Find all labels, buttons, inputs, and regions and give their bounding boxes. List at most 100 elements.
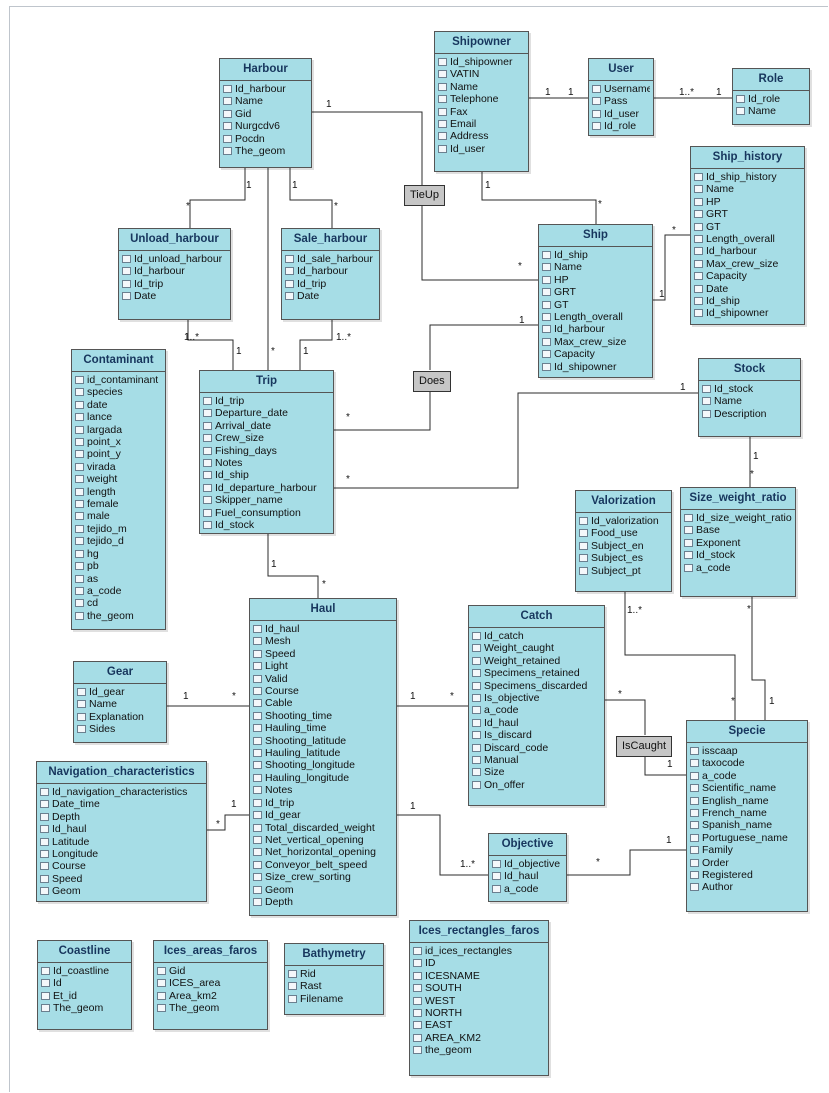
- field-type-icon: [413, 996, 422, 1005]
- objective-specie-line: [567, 849, 686, 876]
- entity-title: Specie: [687, 721, 807, 743]
- field-type-icon: [592, 97, 601, 106]
- field-name: Name: [450, 80, 479, 93]
- entity-field: Id_haul: [492, 870, 563, 882]
- field-type-icon: [75, 400, 84, 409]
- relationship-does[interactable]: Does: [413, 371, 451, 392]
- entity-field: Notes: [253, 784, 393, 796]
- field-name: Date: [706, 282, 729, 295]
- field-name: Conveyor_belt_speed: [265, 858, 368, 871]
- harbour-shipowner-line: [312, 111, 423, 185]
- field-name: Id_trip: [297, 277, 327, 290]
- field-name: Skipper_name: [215, 494, 283, 507]
- field-name: a_code: [702, 769, 737, 782]
- field-type-icon: [40, 800, 49, 809]
- field-type-icon: [75, 425, 84, 434]
- field-type-icon: [694, 222, 703, 231]
- field-type-icon: [694, 247, 703, 256]
- field-name: AREA_KM2: [425, 1031, 482, 1044]
- field-name: Name: [714, 395, 743, 408]
- mult-specie-swr: 1: [769, 696, 775, 707]
- field-type-icon: [157, 967, 166, 975]
- field-type-icon: [542, 350, 551, 359]
- field-type-icon: [203, 434, 212, 443]
- field-name: Id: [53, 977, 62, 990]
- field-type-icon: [122, 292, 131, 301]
- entity-field: Id_gear: [253, 809, 393, 821]
- field-type-icon: [253, 724, 262, 733]
- field-name: Id_haul: [504, 870, 539, 883]
- field-name: Id_harbour: [297, 265, 348, 278]
- field-name: length: [87, 485, 116, 498]
- mult-haul-nav: 1: [231, 799, 237, 810]
- field-name: Speed: [265, 647, 296, 660]
- mult-harbour-trip: *: [271, 346, 275, 357]
- entity-field: Portuguese_name: [690, 832, 804, 844]
- field-type-icon: [41, 991, 50, 1000]
- mult-harbour-shipowner: 1: [326, 99, 332, 110]
- entity-title: Navigation_characteristics: [37, 762, 206, 784]
- field-name: Shooting_longitude: [265, 759, 355, 772]
- field-name: Weight_retained: [484, 654, 561, 667]
- entity-field: Name: [438, 81, 525, 93]
- mult-shipowner-ship: 1: [485, 180, 491, 191]
- field-name: WEST: [425, 994, 456, 1007]
- field-type-icon: [413, 1033, 422, 1042]
- field-type-icon: [690, 871, 699, 880]
- relationship-iscaught[interactable]: IsCaught: [616, 736, 673, 757]
- field-name: SOUTH: [425, 982, 462, 995]
- field-type-icon: [253, 711, 262, 720]
- field-name: largada: [87, 423, 123, 436]
- entity-field: Pass: [592, 95, 650, 107]
- entity-title: Shipowner: [435, 32, 528, 54]
- field-name: Scientific_name: [702, 782, 777, 795]
- entity-field: Skipper_name: [203, 494, 330, 506]
- entity-field: Fax: [438, 106, 525, 118]
- field-type-icon: [592, 85, 601, 93]
- field-name: The_geom: [235, 145, 286, 158]
- field-name: id_contaminant: [87, 374, 159, 386]
- relationship-tieup[interactable]: TieUp: [404, 185, 445, 206]
- catch-iscaught-line: [605, 699, 646, 735]
- entity-field: Max_crew_size: [694, 258, 801, 270]
- field-type-icon: [75, 500, 84, 509]
- mult-nav-haul: *: [216, 819, 220, 830]
- entity-field: lance: [75, 411, 162, 423]
- stock-trip-line: [334, 392, 698, 489]
- entity-field: Id_size_weight_ratio: [684, 512, 792, 524]
- entity-field: Id_user: [592, 108, 650, 120]
- field-type-icon: [75, 586, 84, 595]
- entity-field: NORTH: [413, 1007, 545, 1019]
- harbour-sale-line: [289, 168, 333, 228]
- field-type-icon: [694, 259, 703, 268]
- field-type-icon: [579, 517, 588, 525]
